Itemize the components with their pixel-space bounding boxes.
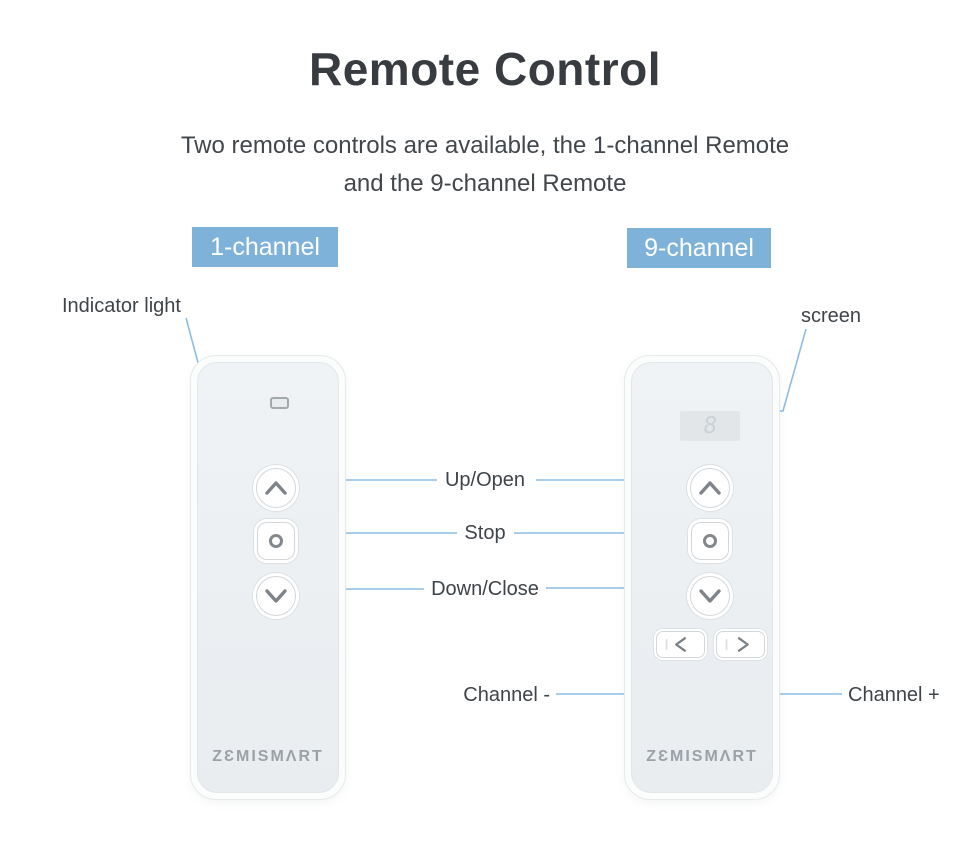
brand-logo: ZƐMISMΛRT (646, 748, 758, 765)
chevron-left-icon (665, 637, 686, 652)
channel-plus-label: Channel + (848, 684, 940, 706)
subtitle-line-1: Two remote controls are available, the 1… (180, 132, 790, 159)
subtitle-line-2: and the 9-channel Remote (343, 170, 627, 197)
remote-1-channel-panel: ZƐMISMΛRT (197, 362, 339, 793)
badge-9-channel: 9-channel (627, 228, 771, 268)
ring-icon (703, 534, 717, 548)
up-button[interactable] (690, 468, 730, 508)
stop-button[interactable] (691, 522, 729, 560)
chevron-up-icon (699, 481, 721, 495)
screen-label: screen (801, 305, 862, 327)
up-open-label: Up/Open (444, 469, 526, 491)
stop-label: Stop (464, 522, 506, 544)
indicator-light (270, 397, 289, 409)
stop-button[interactable] (257, 522, 295, 560)
page-subtitle: Two remote controls are available, the 1… (0, 127, 970, 203)
ring-icon (269, 534, 283, 548)
remote-1-channel: ZƐMISMΛRT (190, 355, 346, 800)
down-close-label: Down/Close (431, 578, 539, 600)
channel-minus-label: Channel - (463, 684, 550, 706)
channel-minus-button[interactable] (656, 631, 705, 658)
down-button[interactable] (256, 576, 296, 616)
remote-9-channel-panel: 8 (631, 362, 773, 793)
lcd-digit: 8 (701, 412, 719, 439)
channel-plus-button[interactable] (716, 631, 765, 658)
chevron-up-icon (265, 481, 287, 495)
page-title: Remote Control (309, 43, 661, 95)
chevron-down-icon (699, 589, 721, 603)
up-button[interactable] (256, 468, 296, 508)
brand-logo: ZƐMISMΛRT (212, 748, 324, 765)
chevron-down-icon (265, 589, 287, 603)
remote-9-channel: 8 (624, 355, 780, 800)
chevron-right-icon (725, 637, 749, 652)
down-button[interactable] (690, 576, 730, 616)
indicator-light-label: Indicator light (62, 295, 181, 317)
badge-1-channel: 1-channel (192, 227, 338, 267)
lcd-screen: 8 (680, 411, 740, 441)
